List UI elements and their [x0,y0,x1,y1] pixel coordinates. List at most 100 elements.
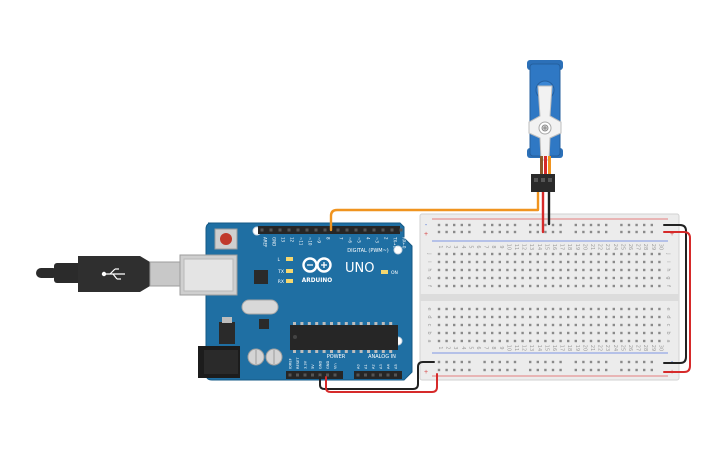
breadboard-hole[interactable] [529,252,532,256]
breadboard-hole[interactable] [582,360,585,364]
breadboard-hole[interactable] [597,260,600,264]
breadboard-hole[interactable] [468,268,471,272]
breadboard-hole[interactable] [513,360,517,364]
analog-pin-hole[interactable] [364,373,367,377]
breadboard-hole[interactable] [544,368,547,372]
breadboard-hole[interactable] [582,230,585,234]
breadboard-hole[interactable] [544,268,547,272]
breadboard-hole[interactable] [627,284,631,288]
breadboard-hole[interactable] [551,230,555,234]
breadboard-hole[interactable] [506,276,509,280]
breadboard-hole[interactable] [650,230,653,234]
bottom-header-pins[interactable] [288,373,398,377]
breadboard-hole[interactable] [597,360,600,364]
breadboard-hole[interactable] [597,368,600,372]
breadboard-hole[interactable] [658,284,661,288]
breadboard-hole[interactable] [437,230,441,234]
breadboard-hole[interactable] [491,315,494,319]
breadboard-hole[interactable] [627,268,631,272]
breadboard-hole[interactable] [536,331,539,335]
breadboard-hole[interactable] [483,260,486,264]
breadboard-hole[interactable] [650,284,653,288]
breadboard-hole[interactable] [551,284,555,288]
breadboard-hole[interactable] [460,252,463,256]
breadboard-hole[interactable] [521,307,524,311]
breadboard-hole[interactable] [544,323,547,327]
breadboard-hole[interactable] [650,252,653,256]
breadboard-hole[interactable] [513,284,517,288]
breadboard-hole[interactable] [536,307,539,311]
breadboard-hole[interactable] [627,276,631,280]
breadboard-hole[interactable] [491,230,494,234]
breadboard-hole[interactable] [437,268,441,272]
breadboard-hole[interactable] [468,223,471,227]
breadboard-hole[interactable] [506,339,509,343]
breadboard-hole[interactable] [506,360,509,364]
breadboard-hole[interactable] [544,260,547,264]
breadboard-hole[interactable] [491,223,494,227]
breadboard-hole[interactable] [620,307,623,311]
breadboard-hole[interactable] [445,276,448,280]
breadboard-hole[interactable] [567,339,570,343]
breadboard-hole[interactable] [521,339,524,343]
breadboard-hole[interactable] [491,339,494,343]
breadboard-hole[interactable] [445,315,448,319]
breadboard-hole[interactable] [453,368,456,372]
breadboard-hole[interactable] [498,230,501,234]
signal-wire[interactable] [329,188,540,232]
breadboard-hole[interactable] [551,323,555,327]
breadboard-hole[interactable] [574,360,577,364]
breadboard-hole[interactable] [460,230,463,234]
breadboard-hole[interactable] [521,252,524,256]
breadboard-hole[interactable] [453,223,456,227]
breadboard-hole[interactable] [483,315,486,319]
breadboard-hole[interactable] [506,307,509,311]
breadboard-hole[interactable] [513,368,517,372]
breadboard-hole[interactable] [498,331,501,335]
breadboard-hole[interactable] [529,323,532,327]
breadboard-hole[interactable] [589,276,593,280]
breadboard-hole[interactable] [453,268,456,272]
breadboard-hole[interactable] [475,339,479,343]
analog-pin-hole[interactable] [371,373,375,377]
breadboard-hole[interactable] [650,360,653,364]
breadboard-hole[interactable] [650,368,653,372]
breadboard-hole[interactable] [445,284,448,288]
breadboard-hole[interactable] [612,284,615,288]
breadboard-hole[interactable] [627,223,631,227]
breadboard-hole[interactable] [544,223,547,227]
breadboard-hole[interactable] [627,230,631,234]
breadboard-hole[interactable] [605,230,608,234]
breadboard-hole[interactable] [521,260,524,264]
breadboard-hole[interactable] [658,323,661,327]
breadboard-hole[interactable] [635,368,638,372]
breadboard-hole[interactable] [513,307,517,311]
breadboard-hole[interactable] [544,339,547,343]
breadboard-hole[interactable] [445,268,448,272]
breadboard-hole[interactable] [612,331,615,335]
breadboard-hole[interactable] [627,339,631,343]
breadboard-hole[interactable] [536,268,539,272]
breadboard-hole[interactable] [536,368,539,372]
breadboard-hole[interactable] [567,268,570,272]
breadboard-hole[interactable] [529,230,532,234]
breadboard-hole[interactable] [597,252,600,256]
breadboard-hole[interactable] [498,307,501,311]
breadboard-hole[interactable] [627,307,631,311]
breadboard-hole[interactable] [529,360,532,364]
breadboard-hole[interactable] [453,252,456,256]
breadboard-hole[interactable] [650,339,653,343]
breadboard-hole[interactable] [445,252,448,256]
breadboard-hole[interactable] [643,315,646,319]
breadboard-hole[interactable] [658,331,661,335]
breadboard-hole[interactable] [643,252,646,256]
breadboard-hole[interactable] [491,368,494,372]
breadboard-hole[interactable] [574,339,577,343]
micro-servo[interactable] [527,60,563,192]
breadboard-hole[interactable] [536,360,539,364]
breadboard-hole[interactable] [513,260,517,264]
breadboard-hole[interactable] [559,368,562,372]
breadboard-hole[interactable] [468,360,471,364]
breadboard-hole[interactable] [559,307,562,311]
breadboard-hole[interactable] [567,284,570,288]
